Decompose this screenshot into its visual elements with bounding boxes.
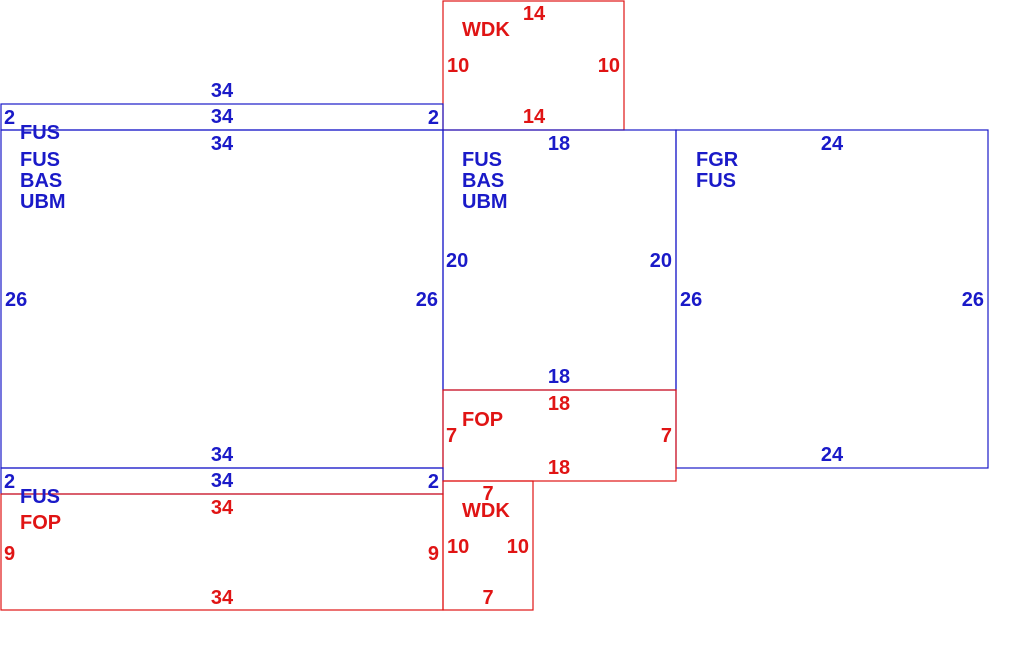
center-fop-dim-right: 7 [661, 425, 672, 447]
center-fop-dim-left: 7 [446, 425, 457, 447]
center-main-label-1: FUS [462, 149, 502, 171]
left-main-dim-left: 26 [5, 289, 27, 311]
right-main-label-2: FUS [696, 170, 736, 192]
left-strip-top-dim-above: 34 [211, 80, 234, 102]
left-main-dim-top: 34 [211, 133, 234, 155]
left-strip-bottom-label: FUS [20, 486, 60, 508]
center-fop-panel [442, 389, 677, 482]
right-main-label-1: FGR [696, 149, 739, 171]
top-wdk-dim-bottom: 14 [523, 106, 546, 128]
right-main-dim-bottom: 24 [821, 444, 844, 466]
left-strip-top-dim-left: 2 [4, 107, 15, 129]
left-main-label-1: FUS [20, 122, 60, 144]
top-wdk-label: WDK [462, 19, 510, 41]
left-fop-label: FOP [20, 512, 61, 534]
right-main-panel [675, 129, 989, 469]
bottom-wdk-dim-top: 7 [482, 483, 493, 505]
bottom-wdk-panel [442, 480, 534, 611]
center-main-dim-right: 20 [650, 250, 672, 272]
right-main-dim-right: 26 [962, 289, 984, 311]
bottom-wdk-dim-left: 10 [447, 536, 469, 558]
right-main-dim-left: 26 [680, 289, 702, 311]
left-strip-top-dim-right: 2 [428, 107, 439, 129]
top-wdk-dim-right: 10 [598, 55, 620, 77]
top-wdk-dim-left: 10 [447, 55, 469, 77]
center-fop-label: FOP [462, 409, 503, 431]
left-strip-bottom-dim-left: 2 [4, 471, 15, 493]
bottom-wdk-dim-right: 10 [507, 536, 529, 558]
left-main-label-2: FUS [20, 149, 60, 171]
left-main-dim-right: 26 [416, 289, 438, 311]
bottom-wdk-dim-bottom: 7 [482, 587, 493, 609]
left-fop-dim-left: 9 [4, 543, 15, 565]
left-main-label-3: BAS [20, 170, 62, 192]
center-main-dim-top: 18 [548, 133, 570, 155]
left-fop-dim-bottom: 34 [211, 587, 234, 609]
left-strip-top-dim-top: 34 [211, 106, 234, 128]
center-main-dim-left: 20 [446, 250, 468, 272]
center-main-dim-bottom: 18 [548, 366, 570, 388]
center-main-label-3: UBM [462, 191, 508, 213]
left-main-panel [0, 129, 444, 469]
center-main-label-2: BAS [462, 170, 504, 192]
center-fop-dim-bottom: 18 [548, 457, 570, 479]
left-fop-dim-top: 34 [211, 497, 234, 519]
bottom-wdk-label: WDK [462, 500, 510, 522]
left-strip-bottom-dim-right: 2 [428, 471, 439, 493]
right-main-dim-top: 24 [821, 133, 844, 155]
left-main-label-4: UBM [20, 191, 66, 213]
left-fop-dim-right: 9 [428, 543, 439, 565]
left-strip-bottom-dim-top: 34 [211, 470, 234, 492]
center-fop-dim-top: 18 [548, 393, 570, 415]
left-main-dim-bottom: 34 [211, 444, 234, 466]
top-wdk-dim-top: 14 [523, 3, 546, 25]
